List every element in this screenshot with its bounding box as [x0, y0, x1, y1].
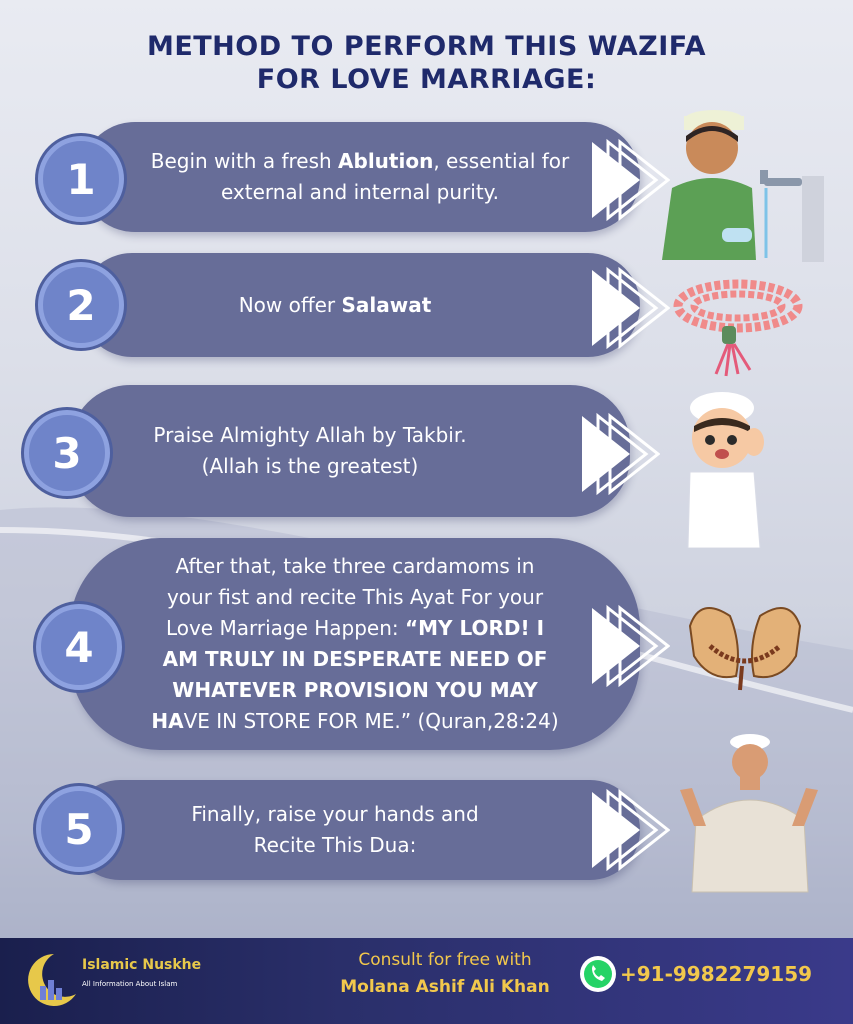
- brand-tagline: All Information About Islam: [82, 980, 178, 988]
- consult-name: Molana Ashif Ali Khan: [340, 977, 550, 997]
- arrow-icon-5: [592, 788, 670, 872]
- step-number-5: 5: [36, 786, 122, 872]
- title-line-1: METHOD TO PERFORM THIS WAZIFA: [146, 31, 707, 62]
- step-5-line-2: Recite This Dua:: [253, 833, 417, 857]
- crescent-logo-icon: [28, 954, 77, 1006]
- step-card-1: Begin with a fresh Ablution, essential f…: [80, 122, 640, 232]
- footer-bar: [0, 938, 853, 1024]
- dua-man-illustration: [680, 734, 818, 893]
- whatsapp-icon[interactable]: [578, 954, 618, 994]
- step-card-4: After that, take three cardamoms in your…: [70, 538, 640, 750]
- step-4-text: After that, take three cardamoms in your…: [151, 554, 559, 733]
- step-number-4: 4: [36, 604, 122, 690]
- praying-hands-beads-illustration: [688, 607, 802, 691]
- title-line-2: FOR LOVE MARRIAGE:: [256, 64, 597, 95]
- step-2-text: Now offer Salawat: [238, 292, 432, 317]
- step-5-text: Finally, raise your hands and Recite Thi…: [111, 799, 598, 861]
- step-number-2: 2: [38, 262, 124, 348]
- step-3-line-2: (Allah is the greatest): [201, 454, 419, 478]
- step-number-1: 1: [38, 136, 124, 222]
- step-card-2: Now offer Salawat: [80, 253, 640, 357]
- step-3-line-1: Praise Almighty Allah by Takbir.: [153, 423, 467, 447]
- consult-line: Consult for free with: [358, 950, 532, 970]
- phone-number[interactable]: +91-9982279159: [620, 962, 813, 986]
- takbir-boy-illustration: [687, 392, 764, 548]
- arrow-icon-1: [592, 138, 670, 222]
- prayer-beads-illustration: [673, 279, 803, 377]
- step-3-text: Praise Almighty Allah by Takbir. (Allah …: [93, 420, 606, 482]
- step-card-5: Finally, raise your hands and Recite Thi…: [70, 780, 640, 880]
- ablution-boy-illustration: [662, 110, 824, 262]
- step-card-3: Praise Almighty Allah by Takbir. (Allah …: [70, 385, 630, 517]
- brand-name: Islamic Nuskhe: [82, 957, 202, 973]
- arrow-icon-2: [592, 266, 670, 350]
- arrow-icon-4: [592, 604, 670, 688]
- arrow-icon-3: [582, 412, 660, 496]
- step-5-line-1: Finally, raise your hands and: [191, 802, 479, 826]
- step-1-text: Begin with a fresh Ablution, essential f…: [150, 149, 570, 204]
- step-number-3: 3: [24, 410, 110, 496]
- page-title: METHOD TO PERFORM THIS WAZIFA FOR LOVE M…: [0, 30, 853, 96]
